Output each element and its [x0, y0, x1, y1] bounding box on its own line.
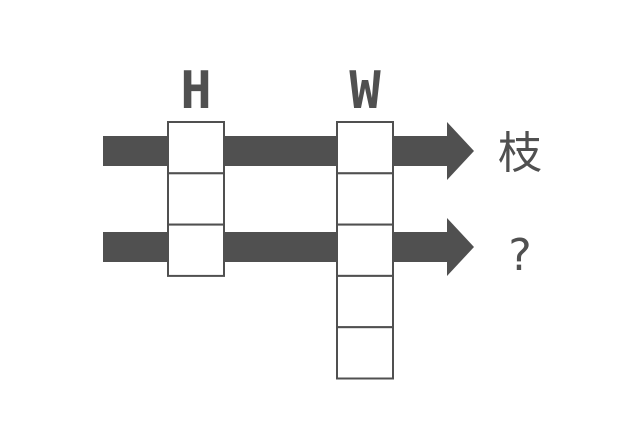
column-w — [336, 121, 394, 380]
row-answer-2: ? — [508, 230, 531, 281]
column-h — [167, 121, 225, 277]
row-answer-1: 枝 — [498, 128, 542, 179]
letter-cell — [336, 223, 394, 277]
arrow-row-1 — [103, 122, 474, 180]
arrow-row-2 — [103, 218, 474, 276]
column-label-h: H — [180, 61, 211, 121]
letter-cell — [167, 121, 225, 175]
arrow-head-icon — [447, 218, 474, 276]
arrow-head-icon — [447, 122, 474, 180]
letter-cell — [336, 274, 394, 329]
arrow-shaft — [103, 136, 448, 166]
letter-cell — [336, 121, 394, 175]
column-label-w: W — [349, 61, 381, 121]
arrow-shaft — [103, 232, 448, 262]
letter-cell — [336, 326, 394, 380]
letter-cell — [167, 223, 225, 277]
letter-cell — [336, 172, 394, 226]
letter-cell — [167, 172, 225, 226]
